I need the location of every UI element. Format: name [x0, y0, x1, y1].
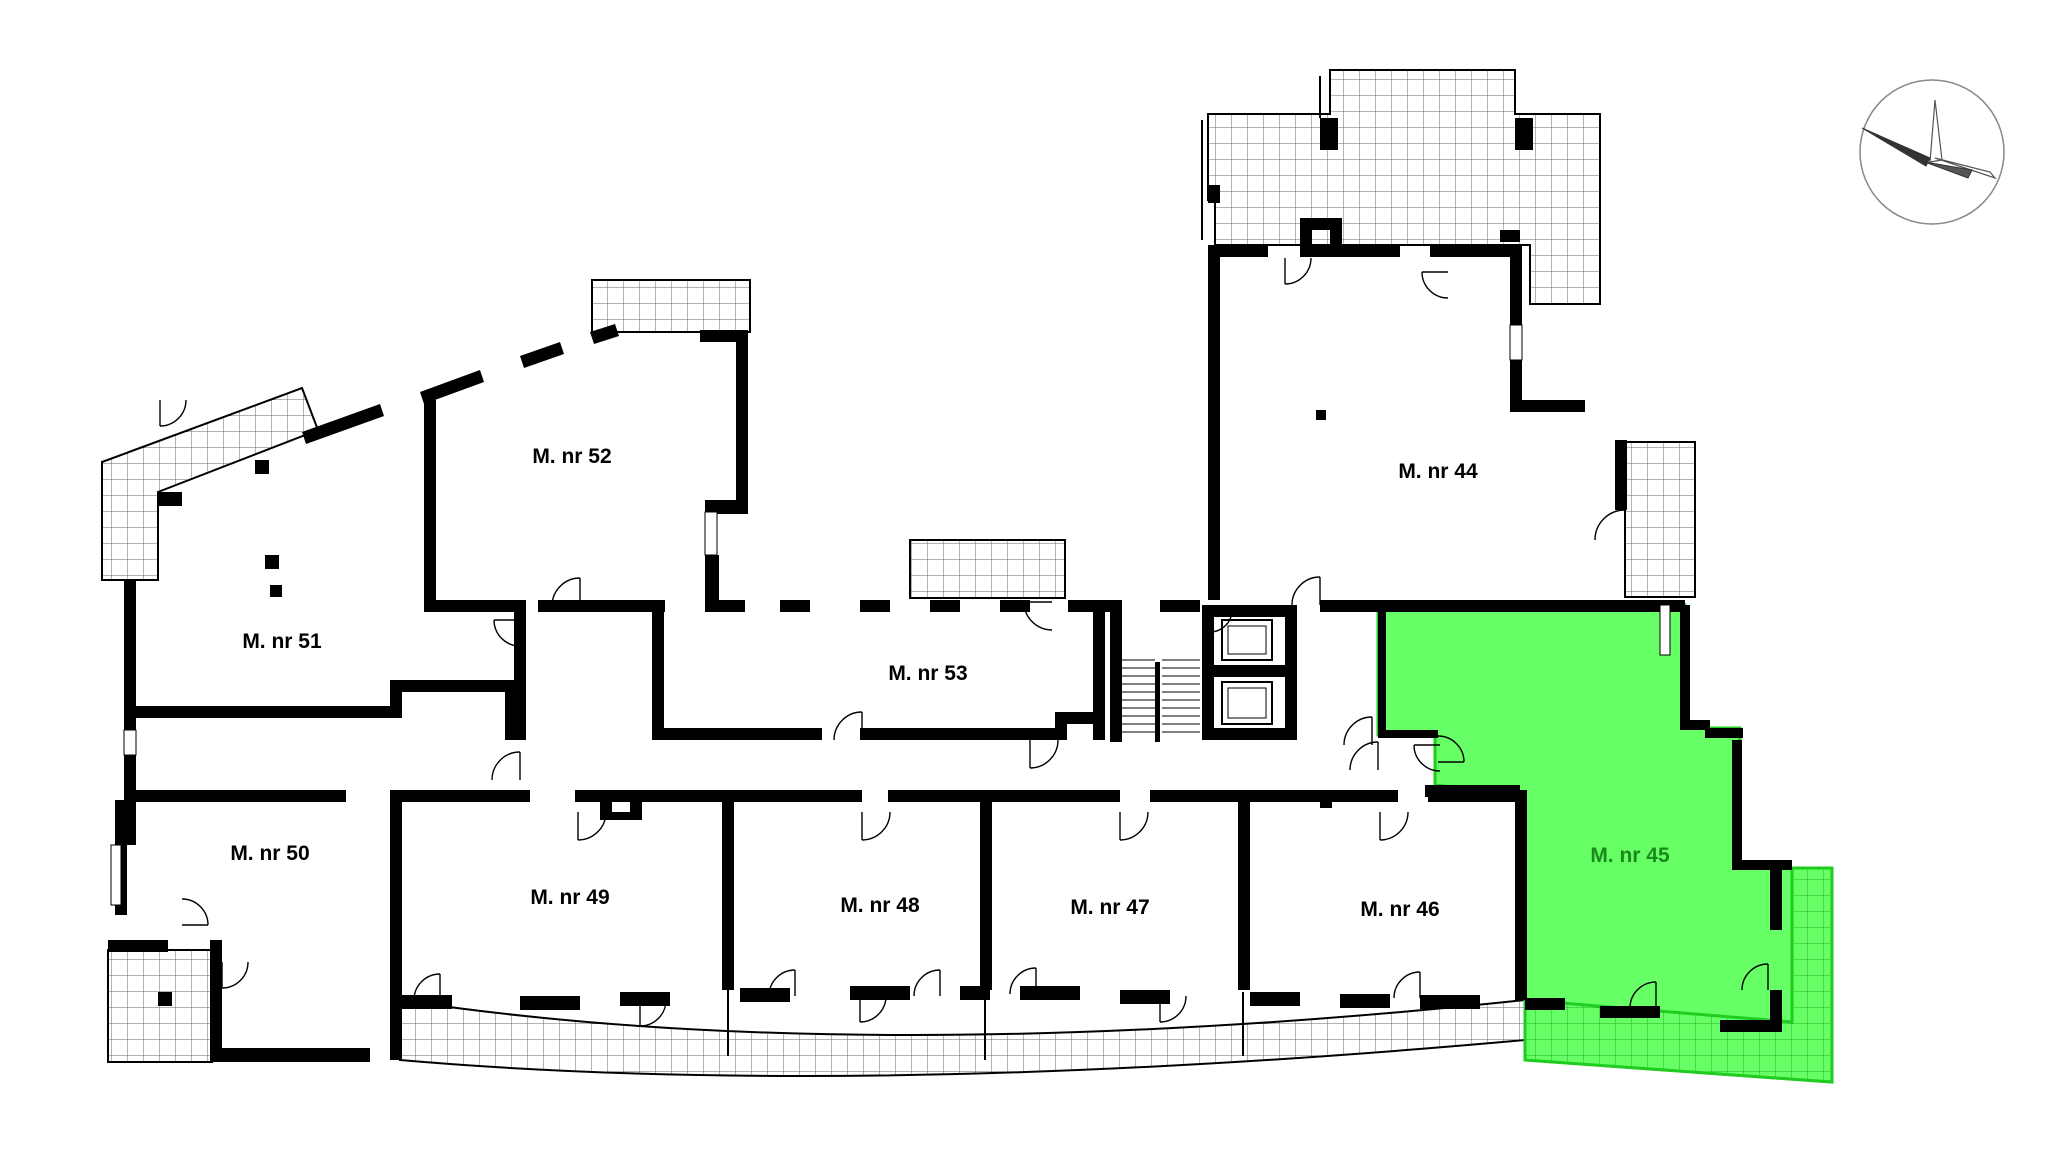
balcony-unit-52 — [591, 279, 751, 333]
door-swing — [221, 961, 249, 989]
door-swing — [1343, 716, 1373, 746]
door-swing — [1023, 601, 1053, 631]
unit-label-51[interactable]: M. nr 51 — [242, 630, 322, 653]
walls — [108, 118, 1792, 1062]
door-swing — [1119, 811, 1149, 841]
door-swing — [159, 399, 187, 427]
balcony-unit-51 — [101, 386, 320, 581]
door-swing — [1741, 963, 1769, 991]
door-swing — [491, 751, 521, 781]
unit-labels: M. nr 44 M. nr 45 M. nr 46 M. nr 47 M. n… — [230, 445, 1670, 921]
doors — [159, 257, 1769, 1027]
unit-label-46[interactable]: M. nr 46 — [1360, 898, 1439, 921]
door-swing — [1393, 971, 1421, 999]
door-swing — [1009, 967, 1037, 995]
door-swing — [1284, 257, 1312, 285]
door-swing — [833, 711, 863, 741]
door-swing — [1421, 271, 1449, 299]
north-arrow-icon — [1859, 79, 2005, 225]
unit-label-53[interactable]: M. nr 53 — [888, 662, 967, 685]
elevator-1 — [1221, 619, 1273, 661]
unit-label-49[interactable]: M. nr 49 — [530, 886, 609, 909]
door-swing — [493, 619, 521, 647]
elevator-2 — [1221, 681, 1273, 725]
door-swing — [181, 898, 209, 926]
door-swing — [1209, 609, 1233, 633]
unit-label-44[interactable]: M. nr 44 — [1398, 460, 1478, 483]
unit-label-45[interactable]: M. nr 45 — [1590, 844, 1670, 867]
windows — [110, 324, 1671, 906]
terrace-unit-44 — [1201, 69, 1601, 305]
door-swing — [1349, 741, 1379, 771]
unit-label-52[interactable]: M. nr 52 — [532, 445, 611, 468]
unit-label-50[interactable]: M. nr 50 — [230, 842, 309, 865]
door-swing — [1029, 739, 1059, 769]
door-swing — [1413, 744, 1441, 772]
balcony-unit-44-side — [1624, 441, 1696, 598]
door-swing — [551, 577, 581, 607]
door-swing — [861, 811, 891, 841]
door-swing — [1291, 576, 1321, 606]
door-swing — [913, 969, 941, 997]
door-swing — [413, 973, 441, 1001]
door-swing — [1159, 995, 1187, 1023]
unit-label-48[interactable]: M. nr 48 — [840, 894, 920, 917]
unit-label-47[interactable]: M. nr 47 — [1070, 896, 1149, 919]
door-swing — [1629, 981, 1657, 1009]
door-swing — [577, 811, 607, 841]
door-swing — [768, 969, 796, 997]
balcony-unit-53 — [909, 539, 1066, 599]
door-swing — [1437, 735, 1465, 763]
door-swing — [639, 999, 667, 1027]
door-swing — [859, 995, 887, 1023]
door-swing — [1594, 509, 1626, 541]
door-swing — [1379, 811, 1409, 841]
staircase — [1122, 659, 1200, 733]
